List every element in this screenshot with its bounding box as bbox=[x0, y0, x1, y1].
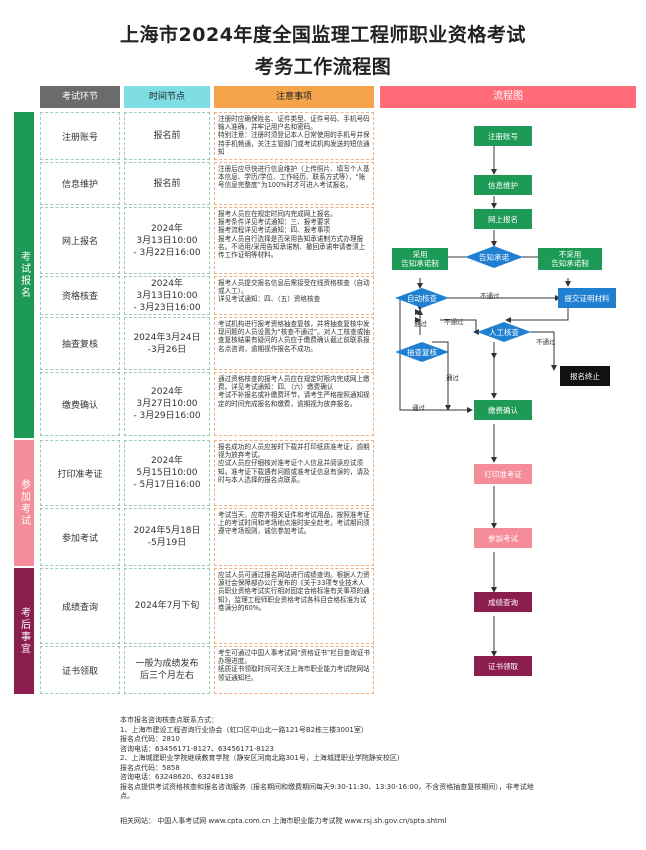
label-fail-2: 不通过 bbox=[444, 318, 464, 326]
row-time: 2024年5月18日 -5月19日 bbox=[124, 508, 210, 566]
flow-auto: 自动核查 bbox=[395, 288, 449, 308]
row-note: 报考人员提交报名信息后需接受在线资格核查（自动或人工）。 详见考试通知：四、（五… bbox=[214, 276, 374, 315]
flow-pay: 缴费确认 bbox=[474, 400, 532, 420]
flow-signup: 网上报名 bbox=[474, 209, 532, 229]
row-note: 考生可通过中国人事考试网“资格证书”栏目查询证书办理进度。 纸质证书领取时间可关… bbox=[214, 646, 374, 694]
row-time: 2024年3月24日 -3月26日 bbox=[124, 317, 210, 370]
row-time: 2024年7月下旬 bbox=[124, 568, 210, 644]
page-subtitle: 考务工作流程图 bbox=[254, 56, 392, 78]
flow-end: 报名终止 bbox=[560, 366, 610, 386]
flowchart bbox=[399, 146, 571, 657]
row-note: 报考人员应在规定时间内完成网上报名。 报考条件详见考试通知：三、报考要求 报考流… bbox=[214, 207, 374, 274]
footer-links: 相关网站： 中国人事考试网 www.cpta.com.cn 上海市职业能力考试院… bbox=[120, 817, 447, 825]
row-time: 一般为成绩发布 后三个月左右 bbox=[124, 646, 210, 694]
label-pass-2: 通过 bbox=[446, 374, 459, 382]
row-note: 应试人员可通过报名网站进行成绩查询。根据人力资源社会保障部办公厅发布的《关于33… bbox=[214, 568, 374, 644]
row-time: 报名前 bbox=[124, 162, 210, 205]
row-step: 参加考试 bbox=[40, 508, 120, 566]
flow-not-adopt: 不采用 告知承诺制 bbox=[538, 248, 602, 270]
stage-after: 考后事宜 bbox=[14, 568, 34, 694]
label-pass-3: 通过 bbox=[412, 404, 425, 412]
row-step: 缴费确认 bbox=[40, 372, 120, 436]
row-time: 2024年 3月13日10:00 - 3月22日16:00 bbox=[124, 207, 210, 274]
row-note: 通过资格核查的报考人员应在规定时限内完成网上缴费。详见考试通知：四、（六）缴费确… bbox=[214, 372, 374, 436]
flow-manual: 人工核查 bbox=[477, 322, 531, 342]
row-step: 成绩查询 bbox=[40, 568, 120, 644]
stage-exam: 参加考试 bbox=[14, 440, 34, 566]
row-step: 打印准考证 bbox=[40, 440, 120, 506]
stage-signup: 考试报名 bbox=[14, 112, 34, 438]
diamond-shape bbox=[477, 322, 531, 342]
row-step: 网上报名 bbox=[40, 207, 120, 274]
flow-register: 注册账号 bbox=[474, 126, 532, 146]
footer-contacts: 本市报名咨询核查点联系方式： 1、上海市建设工程咨询行业协会（虹口区中山北一路1… bbox=[120, 716, 534, 800]
row-note: 注册后应尽快进行信息维护（上传照片、填写个人基本信息、学历/学位、工作经历、联系… bbox=[214, 162, 374, 205]
flow-notify: 告知承诺 bbox=[465, 246, 523, 268]
header-flow: 流程图 bbox=[380, 86, 636, 108]
row-step: 信息维护 bbox=[40, 162, 120, 205]
row-step: 抽查复核 bbox=[40, 317, 120, 370]
row-note: 考试当天，应带齐相关证件和考试用品，按照准考证上的考试时间和考场地点准时安全赴考… bbox=[214, 508, 374, 566]
flow-cert: 证书领取 bbox=[474, 656, 532, 676]
row-step: 资格核查 bbox=[40, 276, 120, 315]
label-fail-3: 不通过 bbox=[536, 338, 556, 346]
row-step: 证书领取 bbox=[40, 646, 120, 694]
flow-score: 成绩查询 bbox=[474, 592, 532, 612]
diamond-shape bbox=[395, 342, 449, 362]
header-stage: 考试环节 bbox=[40, 86, 120, 108]
header-notes: 注意事项 bbox=[214, 86, 374, 108]
diamond-shape bbox=[395, 288, 449, 308]
diamond-shape bbox=[465, 246, 523, 268]
flow-exam: 参加考试 bbox=[474, 528, 532, 548]
row-time: 2024年 3月13日10:00 - 3月23日16:00 bbox=[124, 276, 210, 315]
flow-spot: 抽查复核 bbox=[395, 342, 449, 362]
flow-adopt: 采用 告知承诺制 bbox=[392, 248, 448, 270]
row-time: 报名前 bbox=[124, 112, 210, 160]
row-note: 考试机构进行报考资格抽查复核，并将抽查复核中发现问题的人员设置为“核查不通过”。… bbox=[214, 317, 374, 370]
row-time: 2024年 3月27日10:00 - 3月29日16:00 bbox=[124, 372, 210, 436]
row-step: 注册账号 bbox=[40, 112, 120, 160]
label-pass-1: 通过 bbox=[414, 320, 427, 328]
flow-submit: 提交证明材料 bbox=[558, 288, 616, 308]
page-title: 上海市2024年度全国监理工程师职业资格考试 bbox=[120, 24, 526, 46]
flow-print: 打印准考证 bbox=[474, 464, 532, 484]
row-note: 报名成功的人员应按时下载并打印纸质准考证，逾期视为放弃考试。 应试人员应仔细核对… bbox=[214, 440, 374, 506]
header-time: 时间节点 bbox=[124, 86, 210, 108]
flow-info: 信息维护 bbox=[474, 175, 532, 195]
label-fail-1: 不通过 bbox=[480, 292, 500, 300]
row-time: 2024年 5月15日10:00 - 5月17日16:00 bbox=[124, 440, 210, 506]
row-note: 注册时应确保姓名、证件类型、证件号码、手机号码输入准确，并牢记用户名和密码。 特… bbox=[214, 112, 374, 160]
